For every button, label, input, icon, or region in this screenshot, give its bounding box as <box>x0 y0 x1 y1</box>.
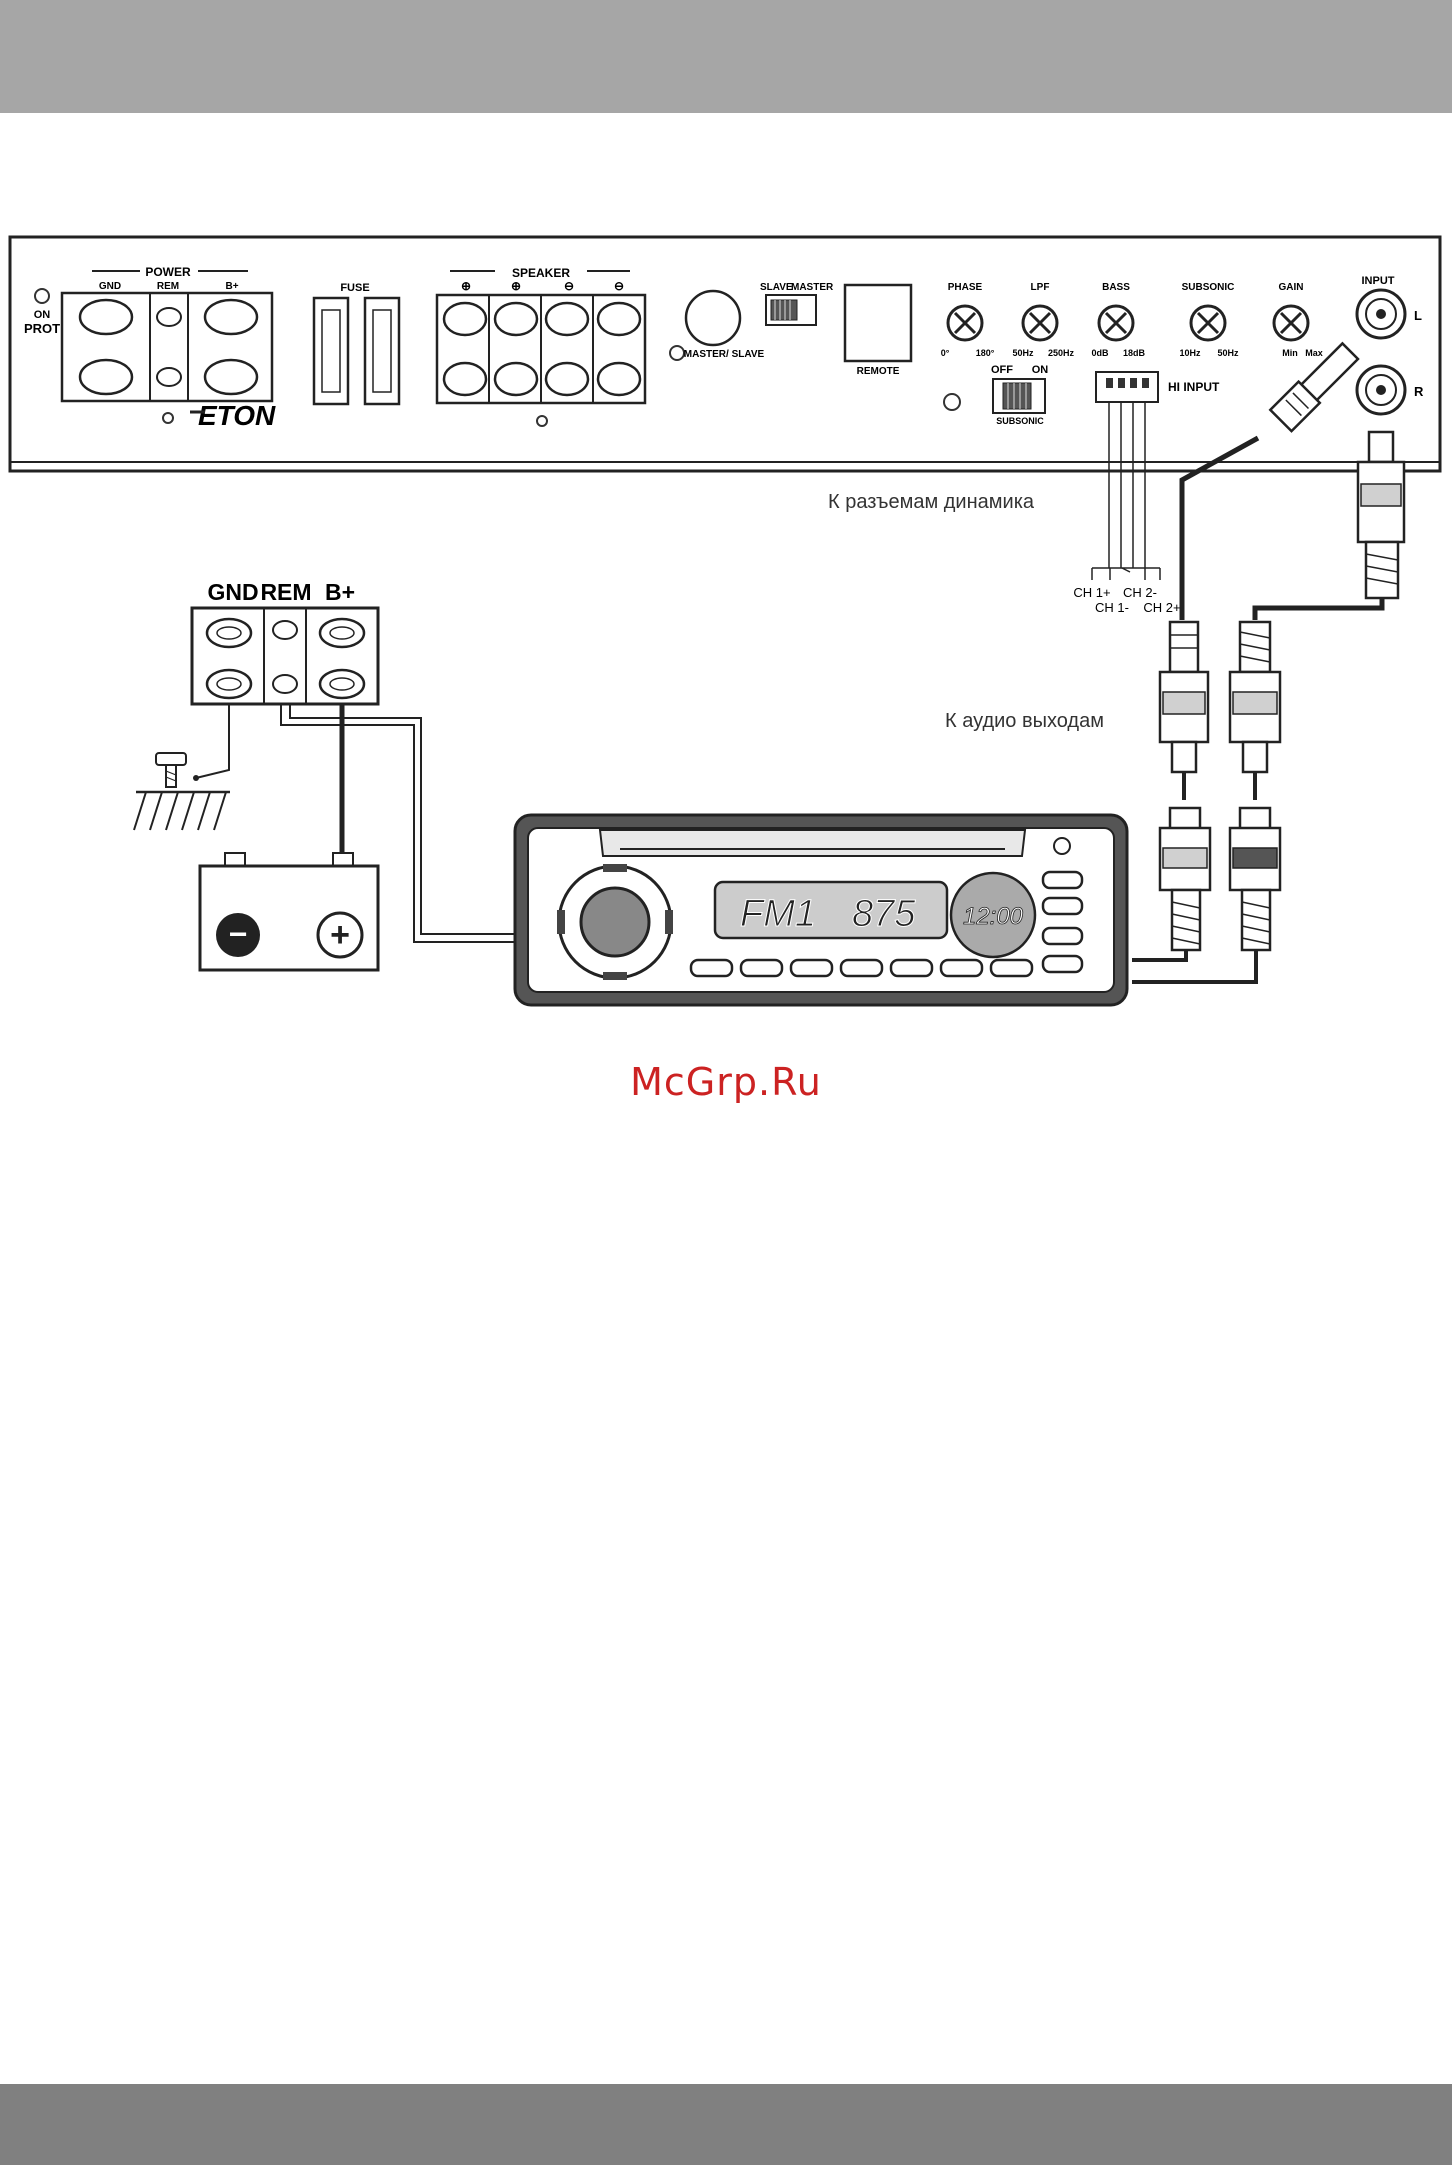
led-label-prot: PROT <box>24 321 60 336</box>
preset-button-1 <box>691 960 732 976</box>
side-button-4 <box>1043 956 1082 972</box>
eject-button-icon <box>1054 838 1070 854</box>
switch-off-label: OFF <box>991 364 1013 376</box>
knob-label-subsonic: SUBSONIC <box>1182 282 1235 293</box>
input-r-label: R <box>1414 384 1424 399</box>
svg-text:50Hz: 50Hz <box>1217 348 1239 358</box>
ground-wire <box>134 704 230 830</box>
speaker-label: SPEAKER <box>512 266 570 280</box>
head-unit-rca-plug-l <box>1132 808 1210 960</box>
svg-text:⊖: ⊖ <box>564 279 574 293</box>
amplifier-panel: ON PROT POWER GND REM B+ ETON FUSE SPEAK… <box>10 237 1440 471</box>
svg-text:Max: Max <box>1305 348 1323 358</box>
svg-text:⊕: ⊕ <box>511 279 521 293</box>
gnd-screw-icon <box>80 300 132 334</box>
hi-input-channel-1m: CH 1- <box>1095 600 1129 615</box>
display-band: FM1 <box>740 893 816 935</box>
knob-label-phase: PHASE <box>948 282 983 293</box>
brand-logo: ETON <box>198 400 276 431</box>
power-label: POWER <box>145 265 191 279</box>
svg-text:250Hz: 250Hz <box>1048 348 1075 358</box>
fuse-icon <box>314 298 348 404</box>
preset-button-3 <box>791 960 832 976</box>
master-slave-label: MASTER/ SLAVE <box>684 349 765 360</box>
rca-cable-r <box>1230 432 1404 800</box>
preset-button-4 <box>841 960 882 976</box>
power-bplus-label: B+ <box>225 281 238 292</box>
hi-input-channel-2m: CH 2- <box>1123 585 1157 600</box>
svg-text:⊖: ⊖ <box>614 279 624 293</box>
knob-label-lpf: LPF <box>1031 282 1050 293</box>
svg-text:50Hz: 50Hz <box>1012 348 1034 358</box>
prot-led-icon <box>35 289 49 303</box>
svg-text:18dB: 18dB <box>1123 348 1146 358</box>
svg-text:0°: 0° <box>941 348 950 358</box>
cd-slot-icon <box>600 830 1025 856</box>
slave-label: SLAVE <box>760 282 793 293</box>
svg-text:0dB: 0dB <box>1091 348 1109 358</box>
led-label-on: ON <box>34 309 51 321</box>
power-rem-label: REM <box>157 281 179 292</box>
terminal-gnd-label: GND <box>207 579 258 605</box>
master-slave-button-icon <box>686 291 740 345</box>
volume-knob-icon <box>581 888 649 956</box>
display-clock: 12:00 <box>963 903 1024 930</box>
preset-button-5 <box>891 960 932 976</box>
knob-label-bass: BASS <box>1102 282 1130 293</box>
switch-on-label: ON <box>1032 364 1049 376</box>
side-button-2 <box>1043 898 1082 914</box>
side-button-3 <box>1043 928 1082 944</box>
input-label: INPUT <box>1362 275 1395 287</box>
remote-jack-icon <box>845 285 911 361</box>
preset-button-7 <box>991 960 1032 976</box>
svg-text:10Hz: 10Hz <box>1179 348 1201 358</box>
preset-button-2 <box>741 960 782 976</box>
power-gnd-label: GND <box>99 281 121 292</box>
hi-input-channel-1p: CH 1+ <box>1073 585 1110 600</box>
head-unit: FM1 875 12:00 <box>515 815 1127 1005</box>
terminal-rem-label: REM <box>260 579 311 605</box>
hi-input-label: HI INPUT <box>1168 380 1220 394</box>
fuse-label: FUSE <box>340 282 369 294</box>
svg-text:⊕: ⊕ <box>461 279 471 293</box>
terminal-bplus-label: B+ <box>325 579 355 605</box>
display-frequency: 875 <box>852 893 916 935</box>
svg-text:180°: 180° <box>976 348 995 358</box>
battery-icon: − + <box>200 704 378 970</box>
hi-input-channel-2p: CH 2+ <box>1143 600 1180 615</box>
subsonic-switch-label: SUBSONIC <box>996 416 1044 426</box>
master-label: MASTER <box>791 282 834 293</box>
preset-button-6 <box>941 960 982 976</box>
watermark: McGrp.Ru <box>0 1060 1452 1104</box>
power-terminal-block: GND REM B+ <box>192 579 378 704</box>
remote-label: REMOTE <box>857 366 900 377</box>
battery-minus-label: − <box>229 916 248 952</box>
side-button-1 <box>1043 872 1082 888</box>
speaker-outputs-label: К разъемам динамика <box>828 491 1035 513</box>
battery-plus-label: + <box>330 916 350 954</box>
audio-outputs-label: К аудио выходам <box>945 710 1104 732</box>
svg-text:Min: Min <box>1282 348 1298 358</box>
input-l-label: L <box>1414 308 1422 323</box>
knob-label-gain: GAIN <box>1279 282 1304 293</box>
